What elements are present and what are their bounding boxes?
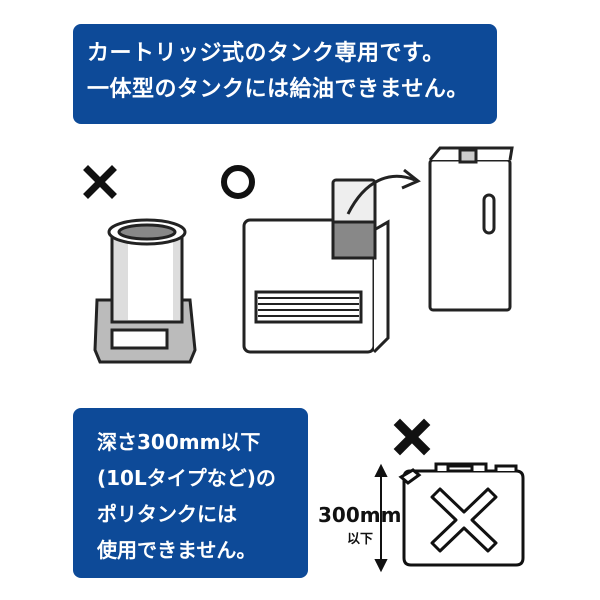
notice-line: カートリッジ式のタンク専用です。 — [87, 41, 445, 66]
notice-line: 一体型のタンクには給油できません。 — [87, 77, 469, 102]
height-arrow-icon — [374, 463, 388, 573]
cross-mark-icon — [83, 165, 117, 199]
integrated-tank-illustration — [93, 218, 197, 364]
cross-mark-icon — [393, 418, 431, 456]
notice-line: ポリタンクには — [97, 502, 237, 526]
notice-line: 使用できません。 — [97, 538, 257, 562]
circle-ok-icon — [221, 165, 255, 199]
height-label: 300mm — [318, 503, 402, 527]
notice-line: 深さ300mm以下 — [97, 430, 261, 454]
poly-tank-notice: 深さ300mm以下 (10Lタイプなど)の ポリタンクには 使用できません。 — [73, 408, 308, 578]
cartridge-tank-illustration — [428, 146, 514, 312]
cartridge-only-notice: カートリッジ式のタンク専用です。 一体型のタンクには給油できません。 — [73, 24, 497, 124]
height-qualifier: 以下 — [347, 532, 374, 547]
notice-line: (10Lタイプなど)の — [97, 466, 276, 490]
heater-illustration — [242, 168, 421, 354]
poly-tank-illustration — [398, 462, 525, 567]
